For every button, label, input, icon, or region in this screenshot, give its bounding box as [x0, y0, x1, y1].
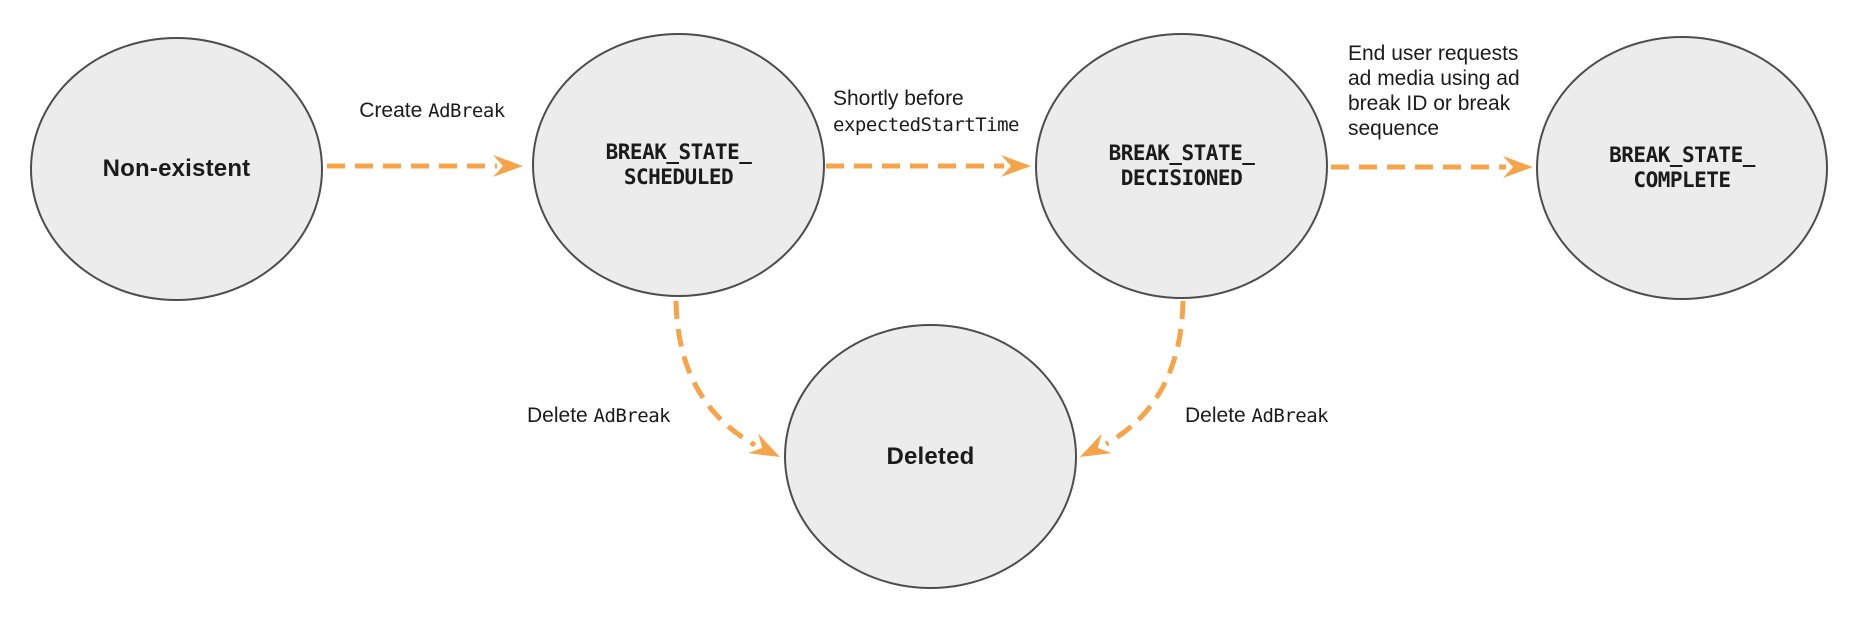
label-delete-adbreak-right: Delete AdBreak	[1185, 403, 1329, 429]
arrow-delete-adbreak-right	[1104, 300, 1186, 447]
label-shortly-before-expectedstarttime: Shortly before expectedStartTime	[833, 86, 1019, 138]
label-text-mono: AdBreak	[593, 405, 671, 427]
state-label-line2: DECISIONED	[1120, 166, 1243, 190]
label-create-adbreak: Create AdBreak	[340, 98, 524, 124]
state-label: Non-existent	[102, 155, 251, 182]
state-break-state-decisioned: BREAK_STATE_ DECISIONED	[1035, 33, 1328, 299]
label-delete-adbreak-left: Delete AdBreak	[527, 403, 671, 429]
label-end-user-requests: End user requests ad media using ad brea…	[1348, 41, 1540, 141]
state-deleted: Deleted	[784, 324, 1077, 589]
state-label-line1: BREAK_STATE_	[605, 140, 752, 164]
arrowhead-shortly-before	[1001, 155, 1031, 177]
label-text-mono: AdBreak	[428, 100, 505, 122]
arrowhead-end-user-requests	[1503, 156, 1533, 178]
arrowhead-delete-adbreak-left	[748, 433, 780, 457]
arrowhead-create-adbreak	[493, 155, 523, 177]
state-label: Deleted	[886, 442, 975, 470]
state-break-state-complete: BREAK_STATE_ COMPLETE	[1536, 36, 1828, 300]
label-text-sans: Create	[359, 99, 423, 122]
state-label-line1: BREAK_STATE_	[1609, 143, 1755, 167]
arrowhead-delete-adbreak-right	[1080, 433, 1112, 457]
label-text-mono: expectedStartTime	[833, 114, 1019, 136]
label-text-sans: Delete	[527, 404, 588, 427]
label-text-sans: Delete	[1185, 404, 1246, 427]
state-label-line2: COMPLETE	[1633, 168, 1731, 192]
label-text-mono: AdBreak	[1251, 405, 1329, 427]
label-text: End user requests ad media using ad brea…	[1348, 42, 1520, 140]
state-label-line2: SCHEDULED	[623, 165, 734, 189]
arrow-delete-adbreak-left	[673, 300, 757, 448]
state-non-existent: Non-existent	[30, 37, 323, 301]
state-break-state-scheduled: BREAK_STATE_ SCHEDULED	[532, 33, 825, 297]
label-text-sans: Shortly before	[833, 87, 964, 110]
state-label-line1: BREAK_STATE_	[1108, 141, 1255, 165]
